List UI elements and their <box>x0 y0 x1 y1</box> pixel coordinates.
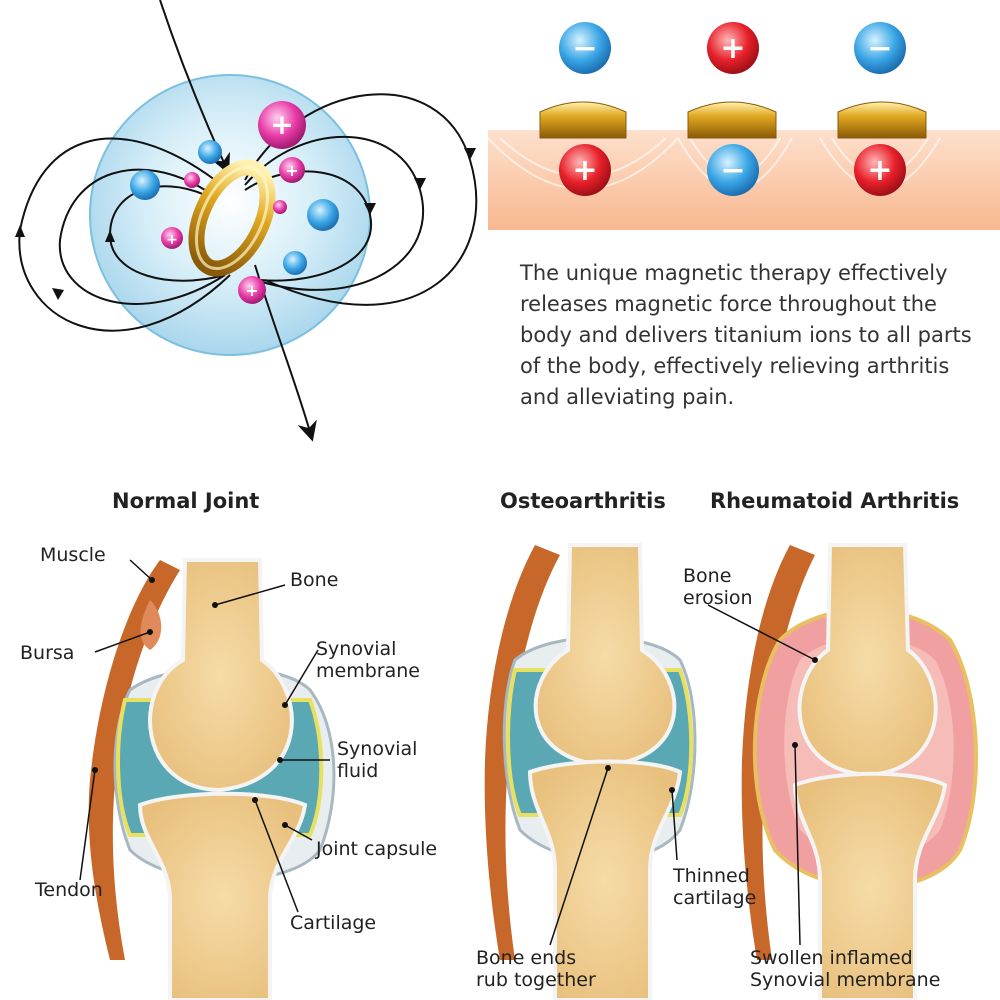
magnet-stone <box>539 101 627 139</box>
magnet-skin-panel: − + − + − + <box>487 22 1000 230</box>
label-line: Swollen inflamed <box>750 947 913 969</box>
magnet-stone <box>837 101 927 139</box>
muscle <box>88 560 180 960</box>
description-line: releases magnetic force throughout the <box>520 292 937 316</box>
description-text: The unique magnetic therapy effectively … <box>520 258 990 413</box>
muscle <box>741 545 815 960</box>
ion-negative <box>559 22 611 74</box>
description-line: The unique magnetic therapy effectively <box>520 261 948 285</box>
ion-sign: + <box>245 281 258 300</box>
upper-bone <box>148 558 294 793</box>
ion-negative <box>707 144 759 196</box>
label-synovial-membrane: Synovial membrane <box>316 638 420 682</box>
label-line: Bone <box>683 565 732 587</box>
label-bone-erosion: Bone erosion <box>683 565 753 609</box>
normal-joint-illustration <box>88 558 336 1000</box>
field-arrow <box>52 288 64 300</box>
upper-bone <box>797 543 938 778</box>
ion-negative <box>198 140 222 164</box>
ion-positive <box>559 144 611 196</box>
label-synovial-fluid: Synovial fluid <box>337 738 417 782</box>
rheumatoid-illustration <box>741 543 978 1000</box>
magnet-stone <box>687 101 777 139</box>
osteoarthritis-title: Osteoarthritis <box>500 489 666 513</box>
sphere-ions: + + + + <box>130 101 339 304</box>
ion-sign: − <box>720 153 745 188</box>
label-bone-ends: Bone ends rub together <box>476 947 596 991</box>
ion-sign: + <box>720 31 745 66</box>
label-thinned-cartilage: Thinned cartilage <box>673 865 756 909</box>
label-line: Synovial <box>316 638 397 660</box>
ion-sign: − <box>572 31 597 66</box>
description-line: and alleviating pain. <box>520 385 735 409</box>
ion-positive <box>273 200 287 214</box>
label-joint-capsule: Joint capsule <box>316 838 438 860</box>
lower-bone <box>137 791 308 1000</box>
bursa <box>140 600 162 650</box>
label-line: erosion <box>683 587 753 609</box>
ion-sign: + <box>867 153 892 188</box>
ion-positive <box>161 227 183 249</box>
field-arrow <box>414 178 426 190</box>
ion-sign: + <box>285 161 298 180</box>
description-line: of the body, effectively relieving arthr… <box>520 354 950 378</box>
osteoarthritis-illustration <box>484 543 697 1000</box>
label-line: rub together <box>476 969 596 991</box>
leader-lines <box>79 559 816 946</box>
label-line: cartilage <box>673 887 757 909</box>
field-arrow <box>15 225 25 237</box>
label-line: Bone ends <box>476 947 577 969</box>
magnet-stones <box>539 101 927 139</box>
ion-sign: − <box>867 31 892 66</box>
ion-negative <box>130 170 160 200</box>
ion-positive <box>184 172 200 188</box>
ion-negative <box>307 199 339 231</box>
lower-bone <box>792 771 948 1000</box>
ion-negative <box>854 22 906 74</box>
ion-positive <box>707 22 759 74</box>
label-muscle: Muscle <box>40 544 106 566</box>
ion-sign: + <box>166 232 178 248</box>
normal-joint-title: Normal Joint <box>112 489 260 513</box>
field-arrow <box>464 148 476 160</box>
titanium-ring <box>188 159 276 277</box>
field-arrow <box>364 203 376 215</box>
label-bone: Bone <box>290 569 339 591</box>
ion-positive <box>854 144 906 196</box>
label-line: fluid <box>337 760 379 782</box>
ion-negative <box>283 251 307 275</box>
rheumatoid-title: Rheumatoid Arthritis <box>710 489 960 513</box>
label-cartilage: Cartilage <box>290 912 377 934</box>
magnetic-field-sphere: + + + + <box>15 0 478 442</box>
label-line: Synovial membrane <box>750 969 941 991</box>
muscle <box>484 545 560 960</box>
field-arrow <box>105 230 115 242</box>
label-bursa: Bursa <box>20 642 75 664</box>
ion-positive <box>258 101 306 149</box>
label-tendon: Tendon <box>35 879 103 901</box>
ion-sign: + <box>270 108 293 141</box>
lower-bone <box>527 759 683 1000</box>
label-line: membrane <box>316 660 420 682</box>
description-line: body and delivers titanium ions to all p… <box>520 323 972 347</box>
ion-sign: + <box>572 153 597 188</box>
label-swollen-membrane: Swollen inflamed Synovial membrane <box>750 947 940 991</box>
label-line: Thinned <box>673 865 750 887</box>
leader-dots <box>92 577 818 828</box>
ion-positive <box>238 276 266 304</box>
ion-positive <box>279 157 305 183</box>
label-line: Synovial <box>337 738 418 760</box>
